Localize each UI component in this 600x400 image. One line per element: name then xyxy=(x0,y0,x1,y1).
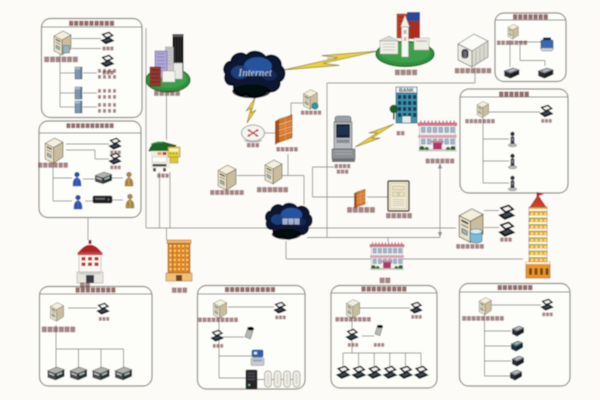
svg-text:Internet: Internet xyxy=(237,68,273,79)
svg-text:WAN: WAN xyxy=(327,56,337,61)
